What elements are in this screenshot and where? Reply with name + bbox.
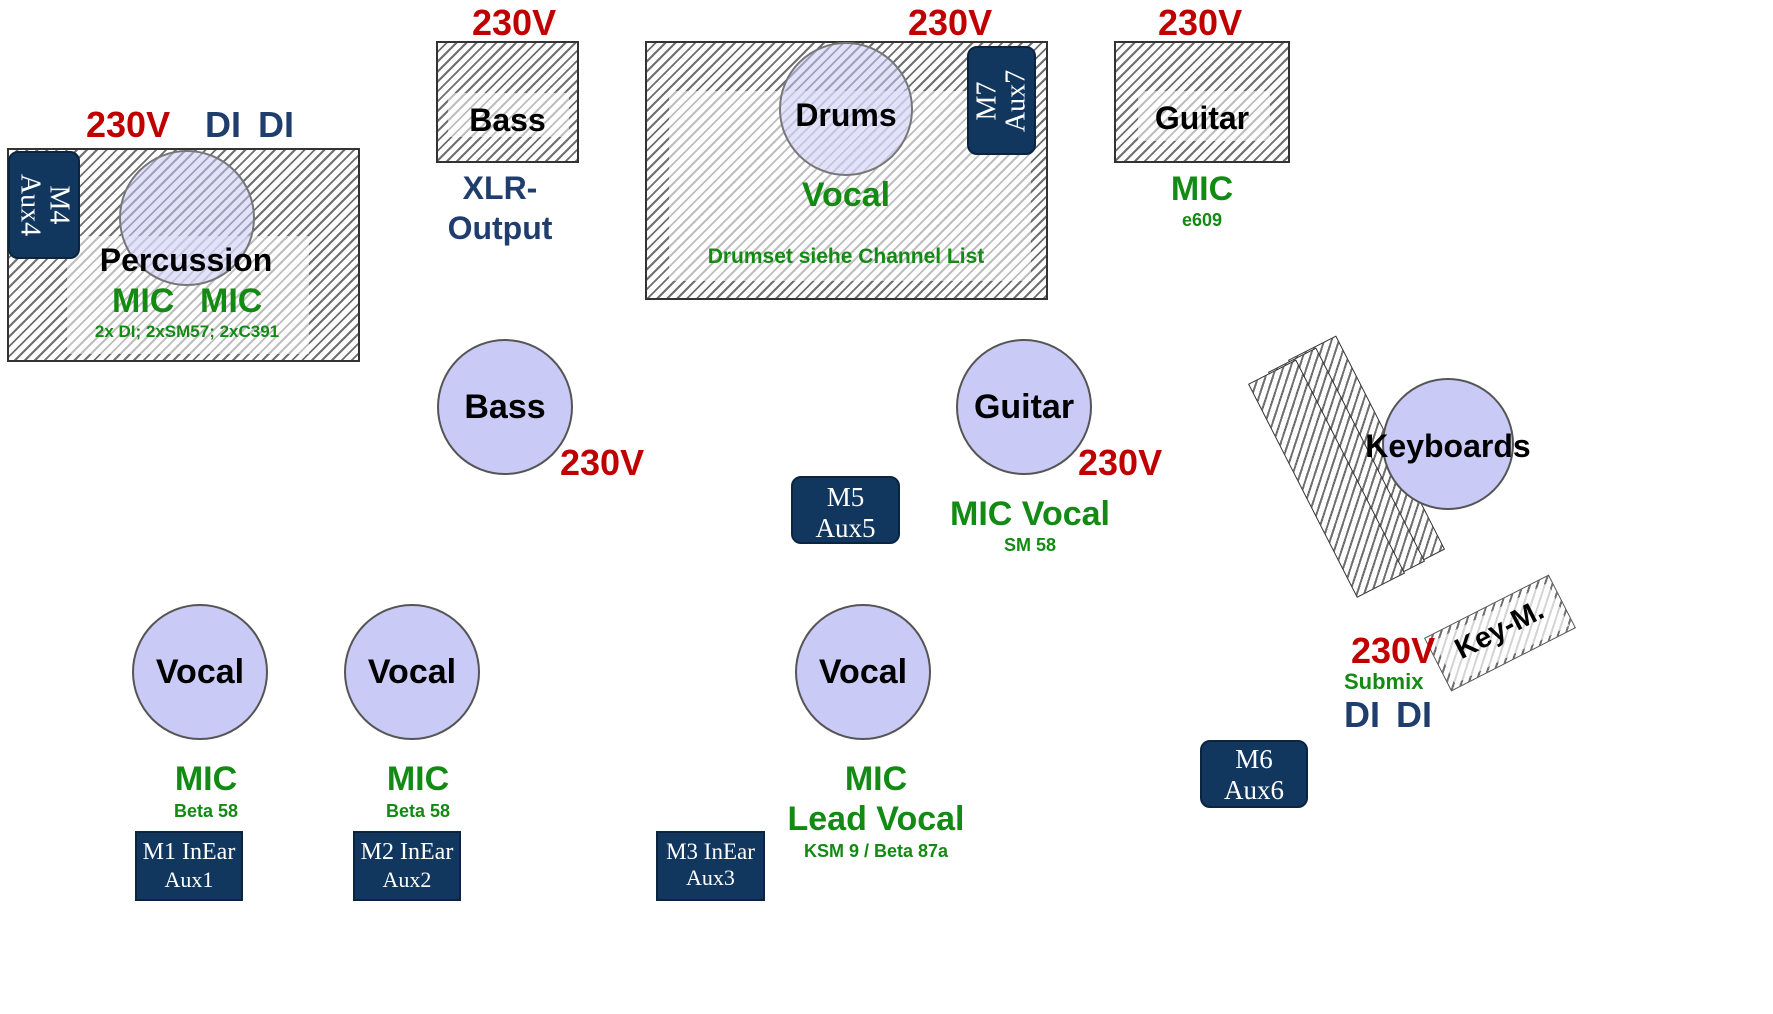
vocal-1: Vocal xyxy=(132,604,268,740)
guitar-amp-mic: MIC xyxy=(1170,170,1234,208)
monitor-m1-line1: M1 InEar xyxy=(142,839,236,865)
monitor-m6-line1: M6 xyxy=(1235,744,1273,774)
vocal-lead-model: KSM 9 / Beta 87a xyxy=(803,841,949,861)
guitar-amp-model: e609 xyxy=(1181,210,1223,230)
monitor-m6: M6 Aux6 xyxy=(1200,740,1308,808)
percussion-di-1: DI xyxy=(205,104,241,145)
keyboards-player xyxy=(1382,378,1514,510)
bass-amp xyxy=(436,41,579,163)
percussion-power: 230V xyxy=(86,104,171,145)
monitor-m2: M2 InEar Aux2 xyxy=(353,831,461,901)
monitor-m2-line2: Aux2 xyxy=(382,866,432,892)
monitor-m4-line1: M4 xyxy=(43,185,75,225)
vocal-1-mic: MIC xyxy=(174,760,238,798)
guitar-amp-power: 230V xyxy=(1158,2,1243,43)
monitor-m1: M1 InEar Aux1 xyxy=(135,831,243,901)
vocal-2-mic: MIC xyxy=(386,760,450,798)
keyboards-power: 230V xyxy=(1351,630,1436,671)
guitar-player-model: SM 58 xyxy=(1003,535,1057,555)
monitor-m5-line2: Aux5 xyxy=(815,513,876,544)
bass-amp-power: 230V xyxy=(472,2,557,43)
monitor-m3: M3 InEar Aux3 xyxy=(656,831,765,901)
monitor-m7-line2: Aux7 xyxy=(1000,69,1032,132)
bass-xlr-output-line1: XLR- xyxy=(462,170,538,206)
key-monitor: Key-M. xyxy=(1424,574,1576,692)
bass-player-label: Bass xyxy=(464,387,546,426)
monitor-m1-line2: Aux1 xyxy=(164,866,214,892)
percussion-note: 2x DI; 2xSM57; 2xC391 xyxy=(94,322,280,341)
bass-amp-label: Bass xyxy=(469,102,546,138)
monitor-m3-line2: Aux3 xyxy=(686,865,735,891)
keyboards-label: Keyboards xyxy=(1365,428,1531,464)
guitar-player-label: Guitar xyxy=(973,387,1075,426)
vocal-2-model: Beta 58 xyxy=(385,801,451,821)
guitar-player: Guitar xyxy=(956,339,1092,475)
vocal-lead-mic-line2: Lead Vocal xyxy=(787,800,965,838)
vocal-lead: Vocal xyxy=(795,604,931,740)
monitor-m4: M4 Aux4 xyxy=(8,151,80,259)
guitar-amp-label: Guitar xyxy=(1154,100,1250,136)
keyboards-di-2: DI xyxy=(1396,694,1432,735)
guitar-amp xyxy=(1114,41,1290,163)
drums-label: Drums xyxy=(795,97,897,133)
percussion-position xyxy=(119,150,255,286)
monitor-m2-line1: M2 InEar xyxy=(360,839,454,865)
bass-player: Bass xyxy=(437,339,573,475)
monitor-m7: M7 Aux7 xyxy=(967,46,1036,155)
guitar-player-mic: MIC Vocal xyxy=(950,495,1110,533)
vocal-lead-label: Vocal xyxy=(818,652,908,691)
vocal-1-label: Vocal xyxy=(155,652,245,691)
monitor-m7-line1: M7 xyxy=(971,81,1003,120)
vocal-2-label: Vocal xyxy=(367,652,457,691)
keyboards-submix: Submix xyxy=(1344,669,1424,694)
bass-player-power: 230V xyxy=(560,442,645,483)
keyboards-di-1: DI xyxy=(1344,694,1380,735)
percussion-di-2: DI xyxy=(258,104,294,145)
monitor-m5-line1: M5 xyxy=(826,482,865,512)
monitor-m4-line2: Aux4 xyxy=(14,173,45,237)
guitar-player-power: 230V xyxy=(1078,442,1163,483)
percussion-label: Percussion xyxy=(99,242,273,278)
monitor-m5: M5 Aux5 xyxy=(791,476,900,544)
drums-vocal: Vocal xyxy=(801,176,891,214)
drums-note: Drumset siehe Channel List xyxy=(707,245,985,268)
monitor-m3-line1: M3 InEar xyxy=(666,839,755,864)
percussion-mic-1: MIC xyxy=(112,282,175,320)
percussion-mic-2: MIC xyxy=(200,282,263,320)
vocal-2: Vocal xyxy=(344,604,480,740)
monitor-m6-line2: Aux6 xyxy=(1224,775,1284,806)
drums-position xyxy=(779,42,913,176)
vocal-lead-mic: MIC xyxy=(844,760,908,798)
bass-xlr-output-line2: Output xyxy=(447,210,553,246)
vocal-1-model: Beta 58 xyxy=(173,801,239,821)
drums-power: 230V xyxy=(908,2,993,43)
